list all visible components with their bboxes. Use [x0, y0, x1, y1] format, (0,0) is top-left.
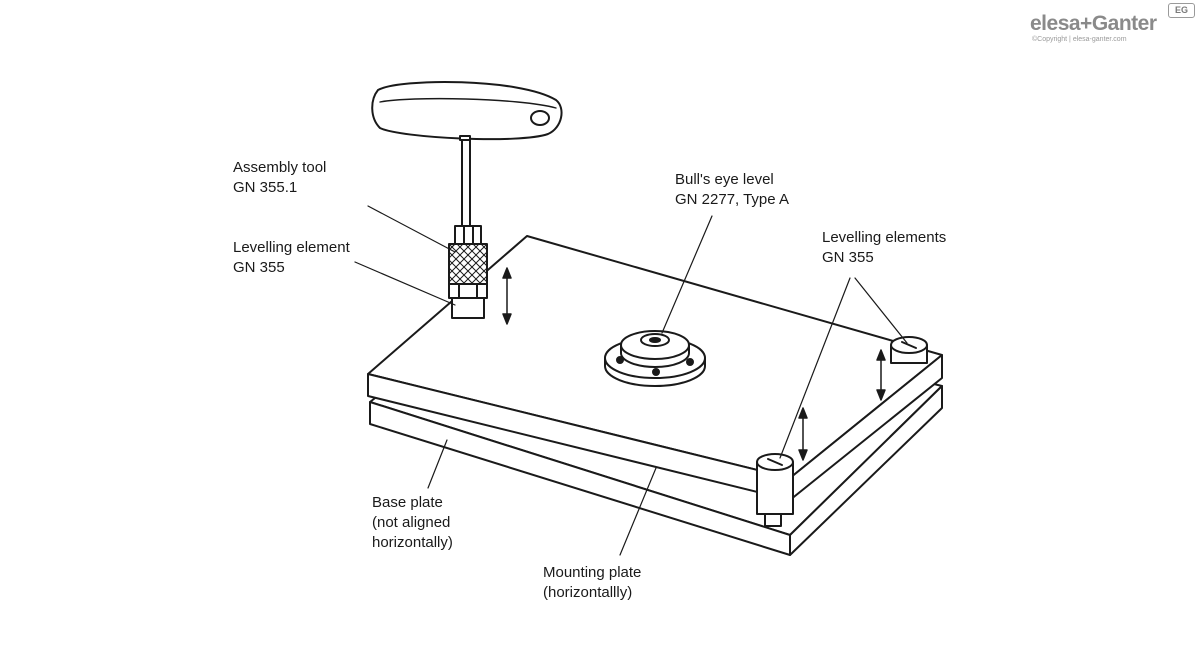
assembly-tool	[371, 80, 563, 319]
bulls-eye-level	[604, 330, 706, 387]
label-levelling-elements: Levelling elements GN 355	[822, 229, 947, 266]
logo-copyright: ©Copyright | elesa-ganter.com	[1032, 36, 1127, 43]
label-bulls-eye-level: Bull's eye level GN 2277, Type A	[675, 171, 789, 208]
label-assembly-tool: Assembly tool GN 355.1	[233, 159, 327, 196]
levelling-element-back	[890, 336, 928, 364]
height-arrow-back	[876, 349, 886, 401]
height-arrow-tool	[502, 267, 512, 325]
logo-wordmark: elesa+Ganter	[1030, 12, 1157, 35]
height-arrow-front	[798, 407, 808, 461]
elesa-ganter-logo: elesa+Ganter EG ©Copyright | elesa-gante…	[1030, 3, 1195, 48]
levelling-element-front	[756, 453, 794, 527]
leader-lines	[354, 205, 908, 556]
label-mounting-plate: Mounting plate (horizontallly)	[543, 564, 642, 601]
label-levelling-element: Levelling element GN 355	[233, 239, 350, 276]
logo-badge: EG	[1168, 3, 1195, 18]
label-base-plate: Base plate (not aligned horizontally)	[372, 494, 453, 551]
